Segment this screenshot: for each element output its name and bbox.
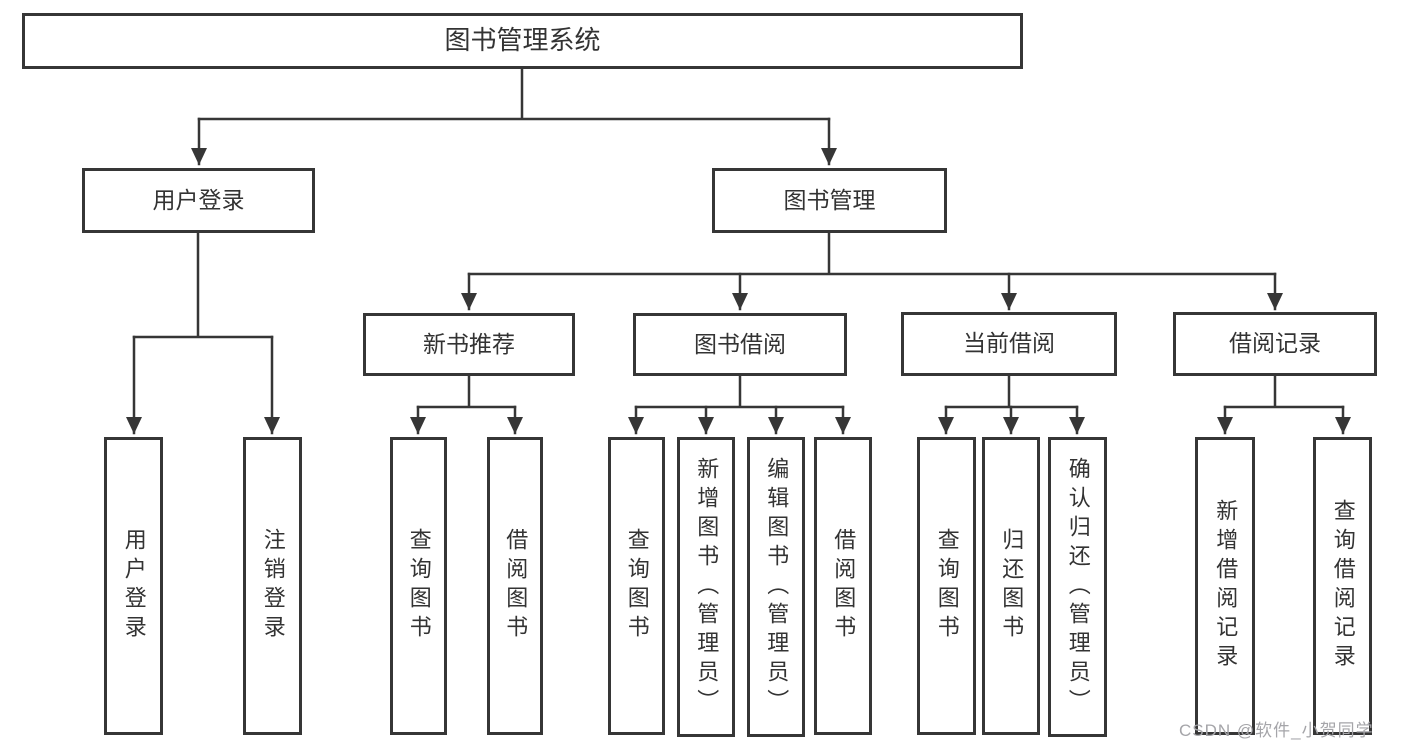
leaf-user-login: 用户登录 bbox=[104, 437, 163, 735]
leaf-add-borrow-record: 新增借阅记录 bbox=[1195, 437, 1255, 735]
leaf-logout: 注销登录 bbox=[243, 437, 302, 735]
node-user-login: 用户登录 bbox=[82, 168, 315, 233]
leaf-borrow-books-recommend: 借阅图书 bbox=[487, 437, 543, 735]
leaf-query-books-current: 查询图书 bbox=[917, 437, 976, 735]
leaf-query-books-borrow: 查询图书 bbox=[608, 437, 665, 735]
node-library-management-system: 图书管理系统 bbox=[22, 13, 1023, 69]
leaf-return-books: 归还图书 bbox=[982, 437, 1040, 735]
leaf-add-books-admin: 新增图书（管理员） bbox=[677, 437, 735, 737]
leaf-edit-books-admin: 编辑图书（管理员） bbox=[747, 437, 805, 737]
leaf-query-books-recommend: 查询图书 bbox=[390, 437, 447, 735]
leaf-confirm-return-admin: 确认归还（管理员） bbox=[1048, 437, 1107, 737]
node-borrowing-records: 借阅记录 bbox=[1173, 312, 1377, 376]
leaf-query-borrow-record: 查询借阅记录 bbox=[1313, 437, 1372, 735]
node-book-borrowing: 图书借阅 bbox=[633, 313, 847, 376]
leaf-borrow-books: 借阅图书 bbox=[814, 437, 872, 735]
node-current-borrowing: 当前借阅 bbox=[901, 312, 1117, 376]
node-new-book-recommendation: 新书推荐 bbox=[363, 313, 575, 376]
csdn-watermark: CSDN @软件_小贺同学 bbox=[1179, 721, 1374, 740]
node-book-management: 图书管理 bbox=[712, 168, 947, 233]
